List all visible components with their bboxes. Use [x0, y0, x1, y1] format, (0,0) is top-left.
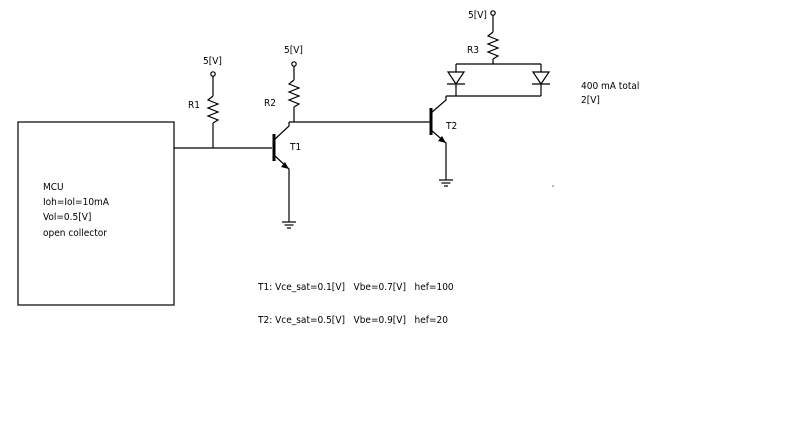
stray-dot — [552, 185, 554, 187]
r3-supply-terminal-icon — [490, 10, 496, 16]
r2-group: 5[V] R2 — [264, 45, 303, 122]
r3-zigzag — [486, 31, 500, 60]
load-current-label: 400 mA total — [581, 81, 639, 92]
diode-left-icon — [446, 64, 466, 96]
r1-supply-terminal-icon — [210, 71, 216, 77]
t1-emitter-arrow-icon — [281, 162, 289, 169]
r1-group: 5[V] R1 — [188, 56, 222, 148]
r3-supply-label: 5[V] — [468, 10, 487, 21]
r3-label: R3 — [467, 45, 479, 56]
r1-label: R1 — [188, 100, 200, 111]
mcu-output-type: open collector — [43, 228, 107, 239]
r1-zigzag — [206, 95, 220, 124]
r3-group: 5[V] R3 — [467, 10, 500, 64]
t2-ground-icon — [439, 179, 453, 187]
r2-supply-terminal-icon — [291, 61, 297, 67]
mcu-vol-spec: Vol=0.5[V] — [43, 212, 91, 223]
t2-emitter-arrow-icon — [438, 136, 446, 143]
t1-transistor: T1 — [272, 122, 301, 222]
r2-zigzag — [287, 79, 301, 108]
t1-ground-icon — [282, 221, 296, 229]
diode-right-icon — [531, 64, 551, 96]
t1-emitter-lead — [273, 154, 290, 222]
t2-label: T2 — [445, 121, 457, 132]
mcu-title: MCU — [43, 182, 64, 193]
t2-parameters: T2: Vce_sat=0.5[V] Vbe=0.9[V] hef=20 — [257, 315, 448, 326]
t2-emitter-lead — [430, 129, 447, 180]
t1-collector-lead — [273, 122, 290, 141]
t1-label: T1 — [289, 142, 301, 153]
r2-label: R2 — [264, 98, 276, 109]
t1-parameters: T1: Vce_sat=0.1[V] Vbe=0.7[V] hef=100 — [257, 282, 454, 293]
t2-transistor: T2 — [429, 96, 457, 180]
load-voltage-label: 2[V] — [581, 95, 600, 106]
mcu-current-spec: Ioh=Iol=10mA — [43, 197, 110, 208]
r2-supply-label: 5[V] — [284, 45, 303, 56]
t2-collector-lead — [430, 96, 447, 114]
r1-supply-label: 5[V] — [203, 56, 222, 67]
mcu-block — [17, 121, 175, 306]
